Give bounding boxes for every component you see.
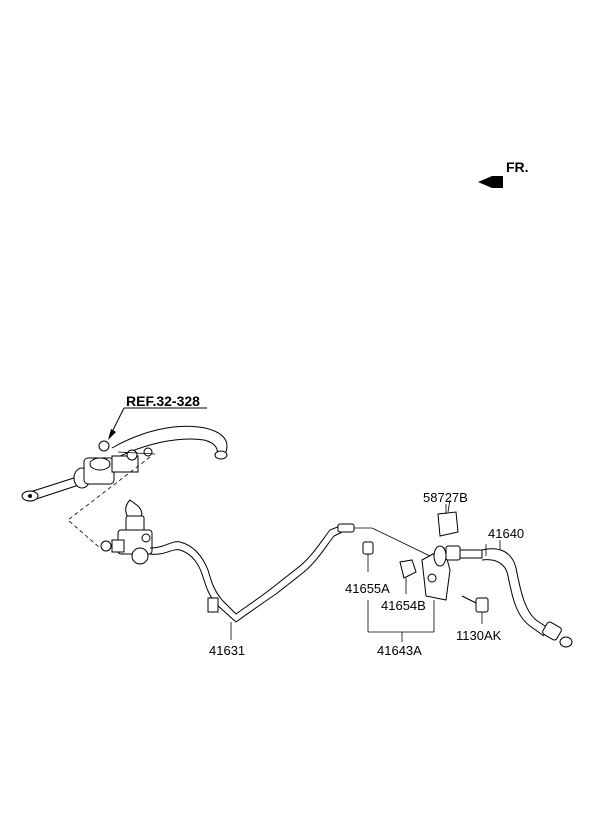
bolt-1130AK (461, 595, 489, 624)
grommet-41654B (399, 559, 417, 594)
part-label-41643A: 41643A (377, 643, 422, 658)
clutch-valve-assembly (100, 499, 153, 565)
front-direction-indicator: FR. (478, 159, 529, 188)
clutch-master-cylinder (21, 425, 228, 502)
bracket-58727B (421, 499, 459, 601)
front-label: FR. (506, 159, 529, 175)
part-label-1130AK: 1130AK (456, 628, 502, 643)
part-label-58727B: 58727B (423, 490, 468, 505)
clutch-hose (445, 544, 573, 648)
part-label-41640: 41640 (488, 526, 524, 541)
clutch-tube (149, 523, 431, 623)
leader-lines (230, 504, 501, 642)
reference-label: REF.32-328 (126, 393, 200, 409)
bushing-41655A (362, 541, 374, 572)
reference-callout: REF.32-328 (108, 393, 207, 440)
part-label-41631: 41631 (209, 643, 245, 658)
part-label-41655A: 41655A (345, 581, 390, 596)
front-arrow-icon (478, 176, 503, 188)
part-label-41654B: 41654B (381, 598, 426, 613)
